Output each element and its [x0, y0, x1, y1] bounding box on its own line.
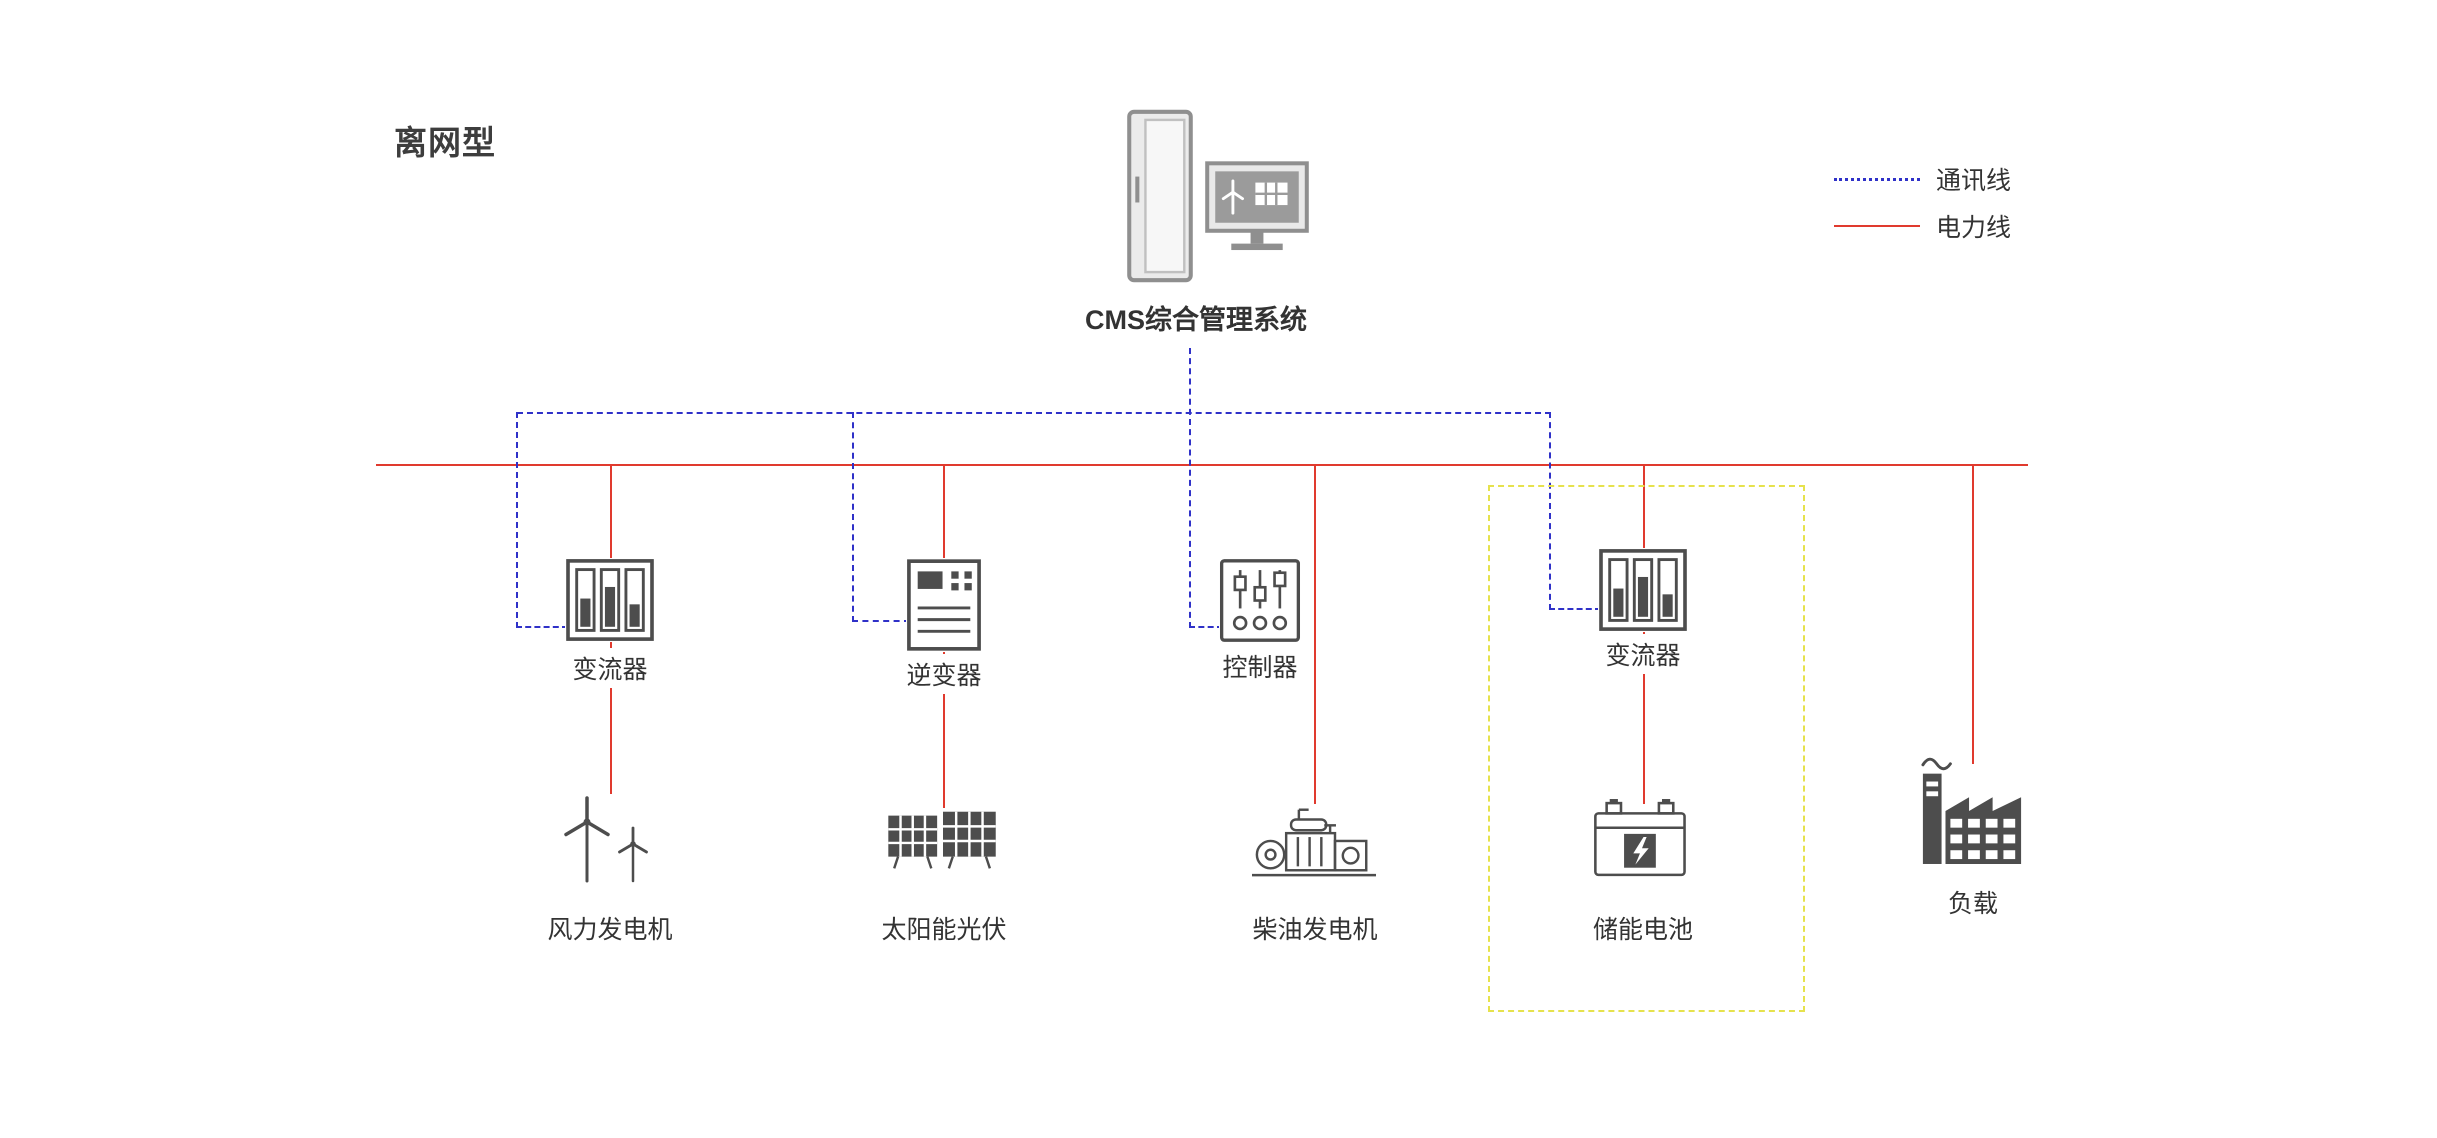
- legend-comm-row: 通讯线: [1834, 164, 2012, 195]
- diesel-generator-label: 柴油发电机: [1244, 908, 1386, 948]
- converter-icon: [565, 558, 655, 642]
- battery-label: 储能电池: [1584, 908, 1702, 948]
- comm-drop-inverter: [852, 412, 854, 622]
- cms-monitor-icon: [1204, 160, 1310, 263]
- comm-drop-converter2: [1549, 412, 1551, 610]
- power-bus-line: [376, 464, 2028, 466]
- power-line-load: [1972, 464, 1974, 764]
- cms-cabinet-icon: [1126, 108, 1194, 284]
- controller-label: 控制器: [1214, 646, 1306, 686]
- comm-bus-line: [517, 412, 1551, 414]
- comm-line-cms-controller: [1189, 348, 1191, 628]
- diesel-generator-icon: [1248, 798, 1380, 881]
- wind-turbine-label: 风力发电机: [539, 908, 681, 948]
- comm-line-swatch-icon: [1834, 177, 1920, 181]
- legend-comm-label: 通讯线: [1936, 167, 2012, 195]
- power-line-swatch-icon: [1834, 225, 1920, 227]
- legend-power-row: 电力线: [1834, 211, 2012, 242]
- converter-label: 变流器: [564, 648, 656, 688]
- battery-icon: [1593, 798, 1691, 880]
- factory-load-icon: [1918, 750, 2026, 868]
- solar-panel-icon: [884, 800, 1002, 883]
- inverter-icon: [906, 558, 982, 652]
- legend: 通讯线 电力线: [1834, 164, 2011, 258]
- inverter-label: 逆变器: [898, 654, 990, 694]
- comm-link-converter2: [1549, 608, 1601, 610]
- cms-system-label: CMS综合管理系统: [1077, 296, 1315, 339]
- power-line-diesel: [1314, 464, 1316, 804]
- storage-converter-label: 变流器: [1597, 634, 1689, 674]
- page-title: 离网型: [394, 124, 496, 161]
- comm-link-inverter: [852, 620, 910, 622]
- comm-drop-converter1: [516, 412, 518, 628]
- load-label: 负载: [1939, 882, 2007, 922]
- storage-group-outline: [1488, 485, 1805, 1012]
- wind-turbine-icon: [545, 788, 675, 888]
- comm-link-converter1: [516, 626, 568, 628]
- solar-panel-label: 太阳能光伏: [873, 908, 1015, 948]
- comm-link-controller: [1189, 626, 1223, 628]
- storage-converter-icon: [1598, 548, 1688, 632]
- legend-power-label: 电力线: [1936, 214, 2012, 242]
- controller-icon: [1219, 558, 1301, 643]
